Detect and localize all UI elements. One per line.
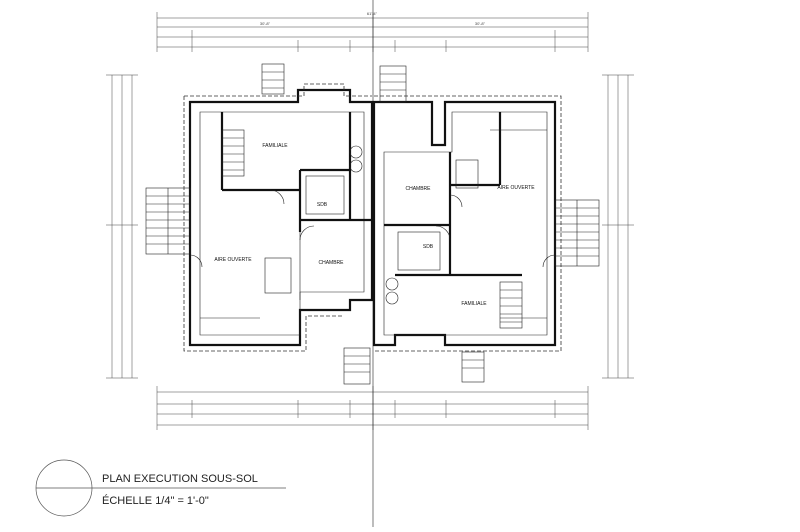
right-unit-walls xyxy=(372,95,562,352)
right-half-width-label: 30'-8" xyxy=(475,21,486,26)
room-label-right-familiale: FAMILIALE xyxy=(461,301,487,307)
left-unit-walls xyxy=(183,83,374,352)
bottom-dimension-lines xyxy=(156,386,589,430)
plan-scale: ÉCHELLE 1/4" = 1'-0" xyxy=(102,494,209,507)
left-interior-stair xyxy=(221,129,245,177)
plan-title: PLAN EXECUTION SOUS-SOL xyxy=(102,473,258,485)
side-dimension-lines xyxy=(106,74,634,379)
right-exterior-stair xyxy=(554,199,600,267)
title-block: PLAN EXECUTION SOUS-SOL ÉCHELLE 1/4" = 1… xyxy=(35,459,286,517)
room-label-left-aire-ouverte: AIRE OUVERTE xyxy=(214,257,252,263)
room-label-right-chambre: CHAMBRE xyxy=(405,186,431,192)
room-label-left-sdb: SDB xyxy=(317,202,328,208)
left-exterior-stair xyxy=(145,187,191,255)
room-label-left-chambre: CHAMBRE xyxy=(318,260,344,266)
room-label-left-familiale: FAMILIALE xyxy=(262,143,288,149)
overall-width-label: 61'-4" xyxy=(367,11,378,16)
top-window-wells xyxy=(261,63,407,103)
right-interior-stair xyxy=(499,281,523,329)
door-swings xyxy=(189,189,556,268)
right-interior-partitions xyxy=(384,112,547,319)
room-label-right-sdb: SDB xyxy=(423,244,434,250)
left-half-width-label: 30'-8" xyxy=(260,21,271,26)
top-dimension-lines: 61'-4" 30'-8" 30'-8" xyxy=(156,11,589,52)
room-label-right-aire-ouverte: AIRE OUVERTE xyxy=(497,185,535,191)
bottom-window-wells xyxy=(343,347,485,385)
